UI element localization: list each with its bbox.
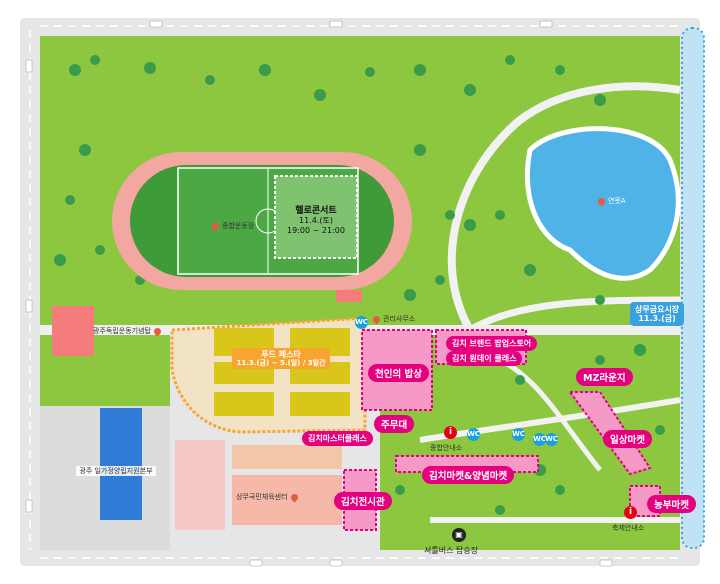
toilet-icon[interactable]: WC [533,433,546,446]
ilsang-market-label[interactable]: 일상마켓 [603,430,652,448]
toilet-icon[interactable]: WC [355,316,368,329]
concert-time: 19:00 ~ 21:00 [287,225,345,235]
concert-title: 헬로콘서트 [295,206,337,216]
exhibition-label[interactable]: 김치전시관 [334,492,392,510]
oneday-class-label[interactable]: 김치 원데이 클래스 [446,351,523,366]
memorial-label[interactable]: 광주독립운동기념탑 [93,326,164,336]
kimchi-market-label[interactable]: 김치마켓&양념마켓 [422,466,515,484]
bus-icon[interactable]: ▣ [452,528,466,542]
office-label[interactable]: 관리사무소 [371,314,416,324]
market-date: 11.3.(금) [638,314,676,324]
pond-text: 연못A [608,197,626,205]
stadium-label[interactable]: 종합운동장 [210,221,255,231]
concert-date: 11.4.(토) [299,216,333,226]
location-pin-icon [289,492,299,502]
market-label[interactable]: 상무금요시장 11.3.(금) [630,302,685,327]
cheonin-label[interactable]: 천인의 밥상 [368,364,430,382]
gym-label[interactable]: 상무국민체육센터 [236,492,301,502]
main-stage-label[interactable]: 주무대 [374,415,415,433]
concert-label: 헬로콘서트 11.4.(토) 19:00 ~ 21:00 [283,206,349,235]
gym-text: 상무국민체육센터 [236,493,288,501]
info-center-label[interactable]: 종합안내소 [430,444,463,452]
festival-info-label[interactable]: 축제안내소 [612,524,645,532]
memorial-text: 광주독립운동기념탑 [93,327,151,335]
brand-popup-label[interactable]: 김치 브랜드 팝업스토어 [446,336,538,351]
location-pin-icon [152,326,163,336]
toilet-icon[interactable]: WC [512,428,525,441]
info-icon[interactable]: i [444,426,457,439]
location-pin-icon [210,221,221,231]
toilet-icon[interactable]: WC [545,433,558,446]
info-icon[interactable]: i [624,506,637,519]
food-festa-label[interactable]: 푸드 페스타 11.3.(금) ~ 5.(일) / 3일간 [232,348,330,370]
nongbu-market-label[interactable]: 농부마켓 [647,495,696,513]
location-pin-icon [371,314,382,324]
food-festa-title: 푸드 페스타 [261,350,301,359]
mz-lounge-label[interactable]: MZ라운지 [576,368,633,386]
district-office-label[interactable]: 광주 일가정양립지원본부 [76,466,156,476]
shuttle-label[interactable]: 셔틀버스 탑승장 [424,546,479,555]
office-text: 관리사무소 [383,315,416,323]
stadium-text: 종합운동장 [222,222,255,230]
location-pin-icon [596,196,607,206]
toilet-icon[interactable]: WC [467,428,480,441]
food-festa-date: 11.3.(금) ~ 5.(일) / 3일간 [236,359,326,368]
master-class-label[interactable]: 김치마스터클래스 [302,431,373,446]
pond-label[interactable]: 연못A [596,196,626,206]
market-title: 상무금요시장 [635,305,680,314]
